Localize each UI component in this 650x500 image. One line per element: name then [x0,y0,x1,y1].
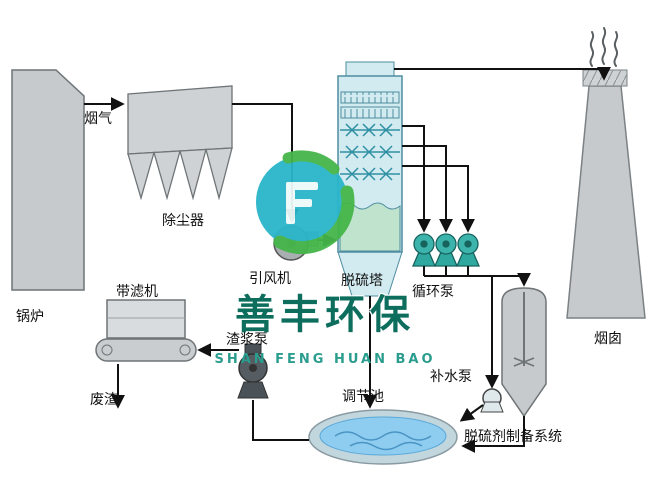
label-id-fan: 引风机 [249,271,291,287]
process-pipes [84,66,611,453]
label-regulating-tank: 调节池 [342,389,384,405]
label-waste-residue: 废渣 [90,392,118,408]
dust-collector-shape [127,85,233,201]
chimney-shape [566,27,646,319]
prep-system-vessel-shape [501,287,547,418]
label-desulfurizer-prep-system: 脱硫剂制备系统 [464,429,562,445]
label-belt-filter: 带滤机 [116,284,158,300]
label-slurry-pump: 渣浆泵 [226,332,268,348]
label-desulfurization-tower: 脱硫塔 [341,273,383,289]
label-circulation-pump: 循环泵 [412,284,454,300]
label-boiler: 锅炉 [16,309,44,325]
watermark-logo [256,150,355,255]
label-flue-gas: 烟气 [84,111,112,127]
circulation-pumps-shape [412,233,480,267]
watermark-en-text: SHAN FENG HUAN BAO [214,352,436,367]
watermark-cn-text: 善丰环保 [235,292,415,338]
slurry-pump-shape [237,343,269,399]
desulfurization-tower-shape [337,61,403,297]
label-dust-collector: 除尘器 [162,213,204,229]
boiler-shape [11,69,85,291]
logo-glyph-icon [286,182,318,224]
belt-filter-shape [95,299,197,362]
label-chimney: 烟囱 [594,331,622,347]
label-makeup-water-pump: 补水泵 [430,369,472,385]
spray-layers-icon [340,123,400,181]
smoke-icon [589,27,619,67]
regulating-tank-shape [308,409,458,465]
makeup-water-pump-shape [480,388,504,413]
